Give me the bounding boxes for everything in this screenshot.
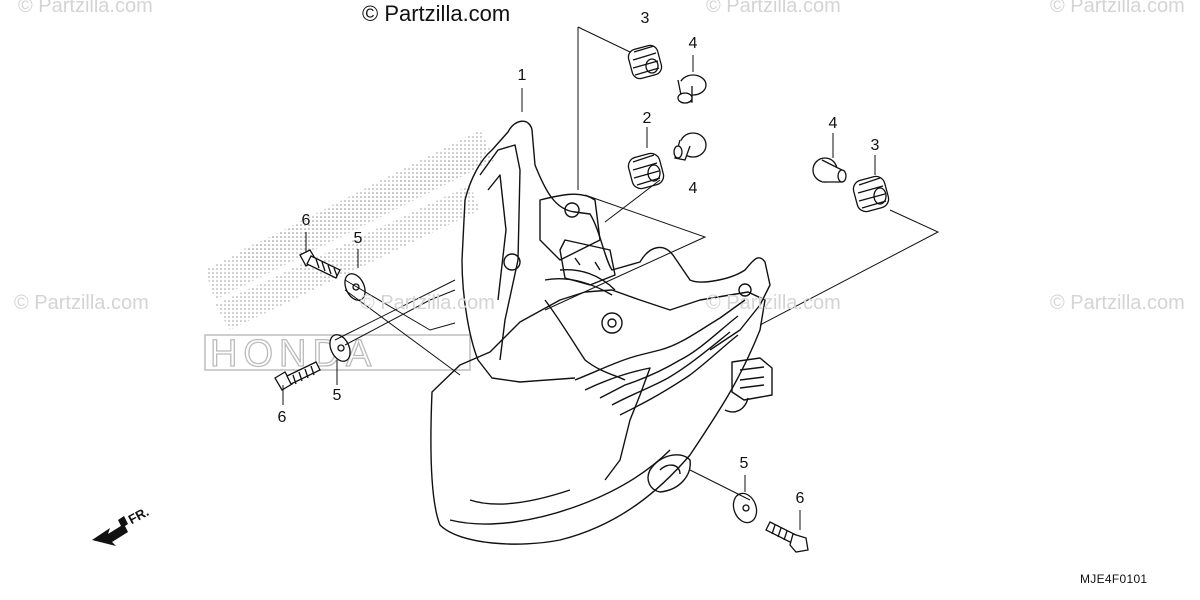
watermark: © Partzilla.com bbox=[706, 292, 841, 314]
copyright-notice: © Partzilla.com bbox=[362, 1, 511, 26]
grommet-top-3 bbox=[627, 44, 663, 80]
watermark: © Partzilla.com bbox=[706, 0, 841, 17]
bolt-left-lower-6 bbox=[274, 361, 321, 391]
honda-wing-logo: HONDA bbox=[204, 130, 495, 376]
leader-lines bbox=[282, 26, 940, 530]
watermark: © Partzilla.com bbox=[1050, 0, 1185, 17]
watermark: © Partzilla.com bbox=[360, 292, 495, 314]
collar-center-4 bbox=[673, 132, 707, 161]
bolt-left-upper-6 bbox=[299, 249, 341, 279]
callout-collar-right: 4 bbox=[828, 115, 838, 132]
front-direction-arrow-icon bbox=[92, 516, 128, 546]
watermark: © Partzilla.com bbox=[1050, 292, 1185, 314]
callout-grommet-center: 2 bbox=[642, 110, 652, 127]
callout-bolt-left-lower: 6 bbox=[277, 409, 287, 426]
watermark: © Partzilla.com bbox=[14, 292, 149, 314]
drawing-code: MJE4F0101 bbox=[1080, 572, 1148, 586]
headlight-assembly bbox=[430, 120, 773, 545]
callout-bolt-bottom-right: 6 bbox=[795, 490, 805, 507]
callout-headlight: 1 bbox=[517, 67, 527, 84]
collar-top-4 bbox=[677, 74, 707, 104]
callout-grommet-top: 3 bbox=[640, 10, 650, 27]
callout-washer-left-upper: 5 bbox=[353, 230, 363, 247]
washer-bottom-right-5 bbox=[732, 492, 758, 524]
callout-collar-top: 4 bbox=[688, 35, 698, 52]
washer-left-lower-5 bbox=[329, 334, 351, 362]
svg-text:HONDA: HONDA bbox=[210, 333, 377, 375]
callout-collar-center: 4 bbox=[688, 180, 698, 197]
watermark: © Partzilla.com bbox=[18, 0, 153, 17]
callout-bolt-left-upper: 6 bbox=[301, 212, 311, 229]
callout-grommet-right: 3 bbox=[870, 137, 880, 154]
callout-washer-bottom-right: 5 bbox=[739, 455, 749, 472]
grommet-center-2 bbox=[627, 152, 665, 190]
bolt-bottom-right-6 bbox=[765, 521, 809, 553]
collar-right-4 bbox=[812, 157, 847, 183]
grommet-right-3 bbox=[852, 175, 890, 213]
callout-washer-left-lower: 5 bbox=[332, 387, 342, 404]
